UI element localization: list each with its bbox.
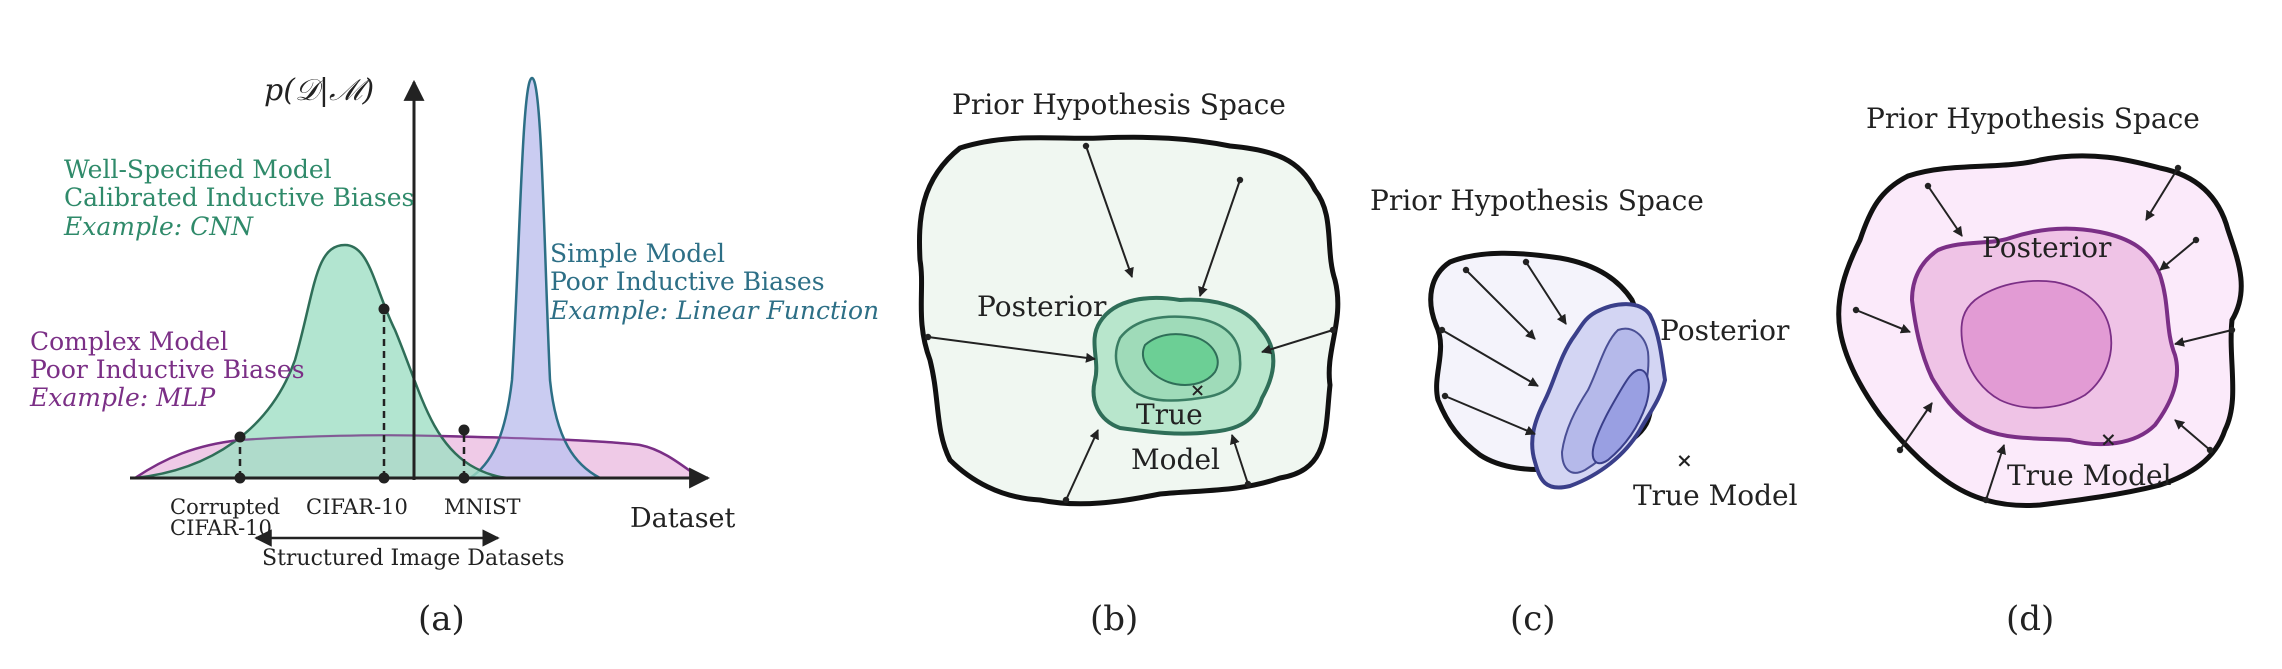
structured-label: Structured Image Datasets	[262, 546, 564, 571]
caption-a: (a)	[418, 599, 465, 639]
true-model-label-d: True Model	[2007, 459, 2172, 492]
tick-cifar: CIFAR-10	[306, 495, 408, 519]
true-model-label-c: True Model	[1633, 479, 1798, 512]
simple-line1: Simple Model	[550, 239, 725, 268]
mnist-dot-top	[458, 424, 470, 436]
caption-b: (b)	[1090, 599, 1138, 639]
mnist-tick	[458, 472, 470, 484]
panel-a: p(𝒟|ℳ) Well-Specified Model Calibrated I…	[29, 73, 879, 639]
simple-line3: Example: Linear Function	[549, 296, 879, 325]
prior-title-c: Prior Hypothesis Space	[1370, 184, 1704, 217]
model-label-b: Model	[1131, 443, 1220, 476]
posterior-label-b: Posterior	[977, 290, 1107, 323]
panel-b: Prior Hypothesis Space × True Model Post…	[916, 88, 1341, 639]
tick-corrupted-1: Corrupted	[170, 495, 280, 519]
true-model-marker-d: ×	[2100, 427, 2117, 451]
true-label-b: True	[1136, 398, 1203, 431]
posterior-inner-b	[1142, 333, 1219, 386]
x-axis-label: Dataset	[630, 503, 736, 534]
complex-line2: Poor Inductive Biases	[30, 355, 305, 384]
posterior-inner-c	[1591, 368, 1650, 465]
panel-d: Prior Hypothesis Space Posterior × True …	[1836, 102, 2244, 639]
cifar-dot-top	[378, 303, 390, 315]
complex-line3: Example: MLP	[29, 383, 216, 412]
well-specified-line2: Calibrated Inductive Biases	[64, 183, 414, 212]
corrupted-tick	[234, 472, 246, 484]
tick-mnist: MNIST	[444, 495, 521, 519]
tick-corrupted-2: CIFAR-10	[170, 516, 272, 540]
y-axis-label: p(𝒟|ℳ)	[264, 73, 374, 108]
prior-title-d: Prior Hypothesis Space	[1866, 102, 2200, 135]
posterior-inner-d	[1960, 279, 2113, 409]
posterior-label-d: Posterior	[1982, 231, 2112, 264]
posterior-mid-c	[1560, 327, 1650, 474]
true-model-marker-c: ×	[1676, 448, 1693, 472]
well-specified-curve	[134, 243, 511, 480]
complex-line1: Complex Model	[30, 327, 228, 356]
simple-model-curve	[465, 76, 601, 480]
caption-d: (d)	[2006, 599, 2054, 639]
caption-c: (c)	[1510, 599, 1556, 639]
well-specified-line1: Well-Specified Model	[64, 155, 332, 184]
cifar-tick	[378, 472, 390, 484]
posterior-label-c: Posterior	[1660, 314, 1790, 347]
panel-c: Prior Hypothesis Space Posterior × True …	[1370, 184, 1798, 639]
true-model-marker-b: ×	[1190, 380, 1205, 401]
well-specified-line3: Example: CNN	[63, 212, 254, 241]
corrupted-dot-top	[234, 431, 246, 443]
simple-line2: Poor Inductive Biases	[550, 267, 825, 296]
prior-title-b: Prior Hypothesis Space	[952, 88, 1286, 121]
